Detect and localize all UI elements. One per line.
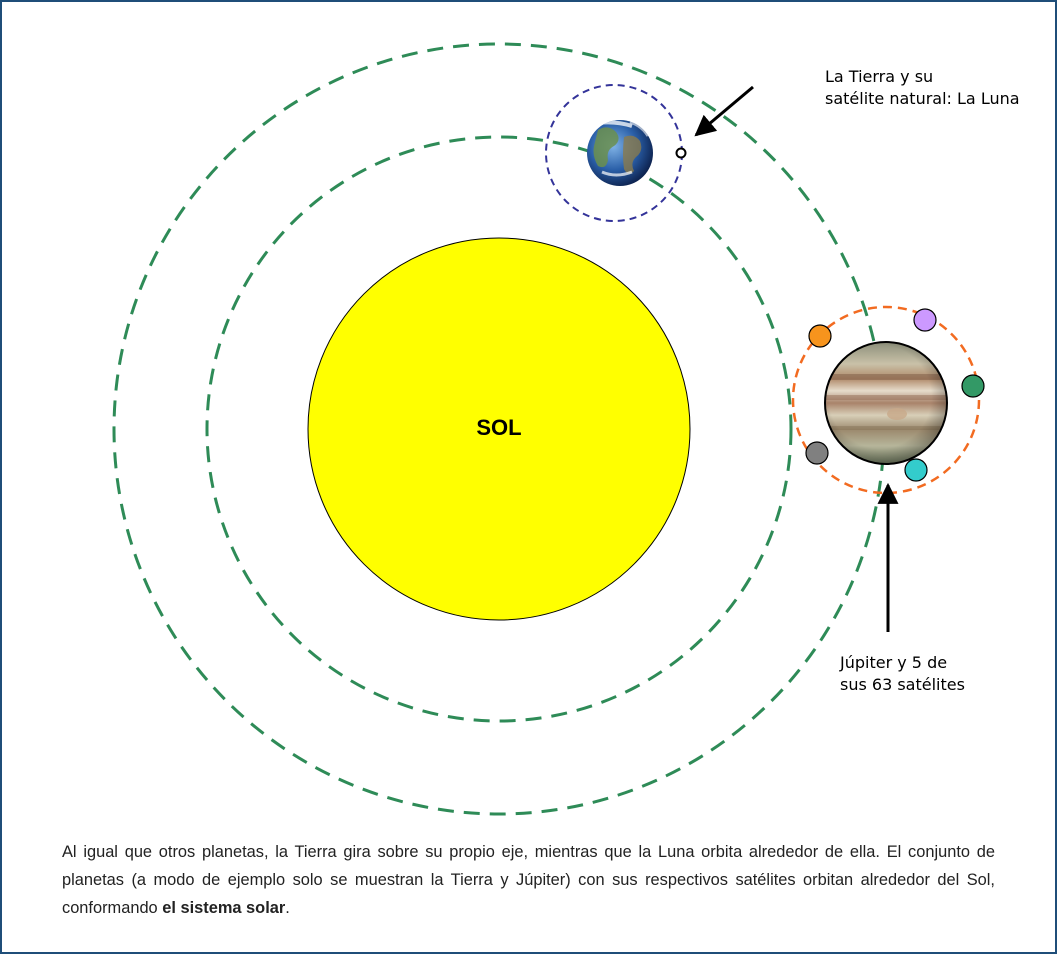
jupiter-moons <box>805 308 985 482</box>
jupiter-label: Júpiter y 5 de sus 63 satélites <box>840 652 1040 696</box>
jupiter-moons-orbit <box>791 305 981 495</box>
earth-planet <box>587 120 653 186</box>
jupiter-moon-gray <box>805 441 829 465</box>
jupiter-moon-purple <box>913 308 937 332</box>
jupiter-moon-green <box>961 374 985 398</box>
earth-arrow <box>694 85 754 137</box>
jupiter-label-line-2: sus 63 satélites <box>840 675 965 694</box>
earth-orbit <box>205 135 793 723</box>
jupiter-moon-orange <box>808 324 832 348</box>
earth-moon-label: La Tierra y su satélite natural: La Luna <box>825 66 1055 110</box>
caption-text: Al igual que otros planetas, la Tierra g… <box>62 843 995 917</box>
caption: Al igual que otros planetas, la Tierra g… <box>62 838 995 922</box>
caption-end: . <box>285 899 290 917</box>
jupiter-moon-cyan <box>904 458 928 482</box>
earth-label-line-2: satélite natural: La Luna <box>825 89 1020 108</box>
caption-bold: el sistema solar <box>162 899 286 917</box>
jupiter-planet <box>824 341 948 465</box>
jupiter-label-line-1: Júpiter y 5 de <box>840 653 948 672</box>
sun-label: SOL <box>476 415 522 440</box>
earth-label-line-1: La Tierra y su <box>825 67 934 86</box>
moon <box>675 147 687 159</box>
sun <box>307 237 691 621</box>
